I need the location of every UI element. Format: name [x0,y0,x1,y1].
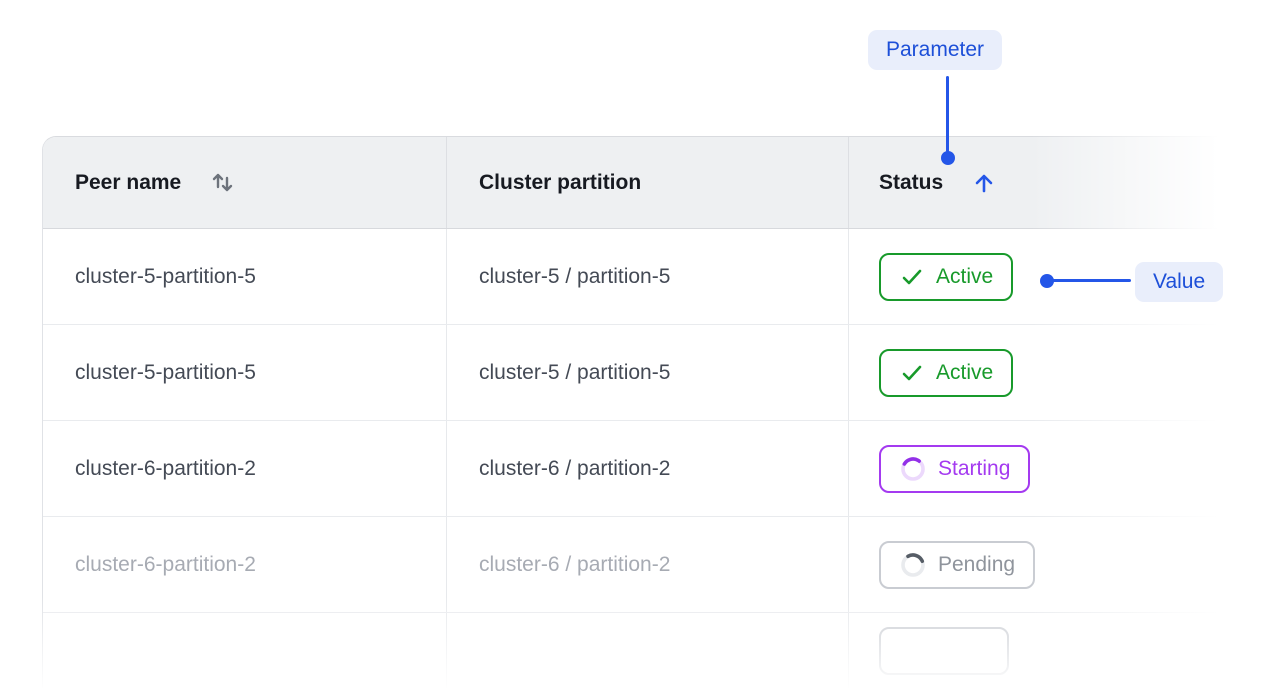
status-badge-cutoff [879,627,1009,675]
check-icon [899,264,925,290]
value-annotation-chip: Value [1135,262,1224,302]
cell-cluster-partition [447,613,849,688]
cell-cluster-partition: cluster-5 / partition-5 [447,229,849,324]
cell-peer-name: cluster-5-partition-5 [43,325,447,420]
cell-cluster-partition: cluster-5 / partition-5 [447,325,849,420]
cell-cluster-partition: cluster-6 / partition-2 [447,421,849,516]
check-icon [899,360,925,386]
table-row[interactable] [43,613,1240,688]
cell-peer-name [43,613,447,688]
column-header-peer-name[interactable]: Peer name [43,137,447,228]
value-connector-line [1049,279,1131,282]
column-header-cluster-partition[interactable]: Cluster partition [447,137,849,228]
table-row[interactable]: cluster-5-partition-5 cluster-5 / partit… [43,229,1240,325]
value-annotation-label: Value [1153,270,1206,293]
table-body: cluster-5-partition-5 cluster-5 / partit… [43,229,1240,688]
status-badge-pending: Pending [879,540,1036,589]
cell-peer-name: cluster-5-partition-5 [43,229,447,324]
column-label: Cluster partition [479,170,642,194]
cell-peer-name: cluster-6-partition-2 [43,517,447,612]
status-badge-active: Active [879,348,1014,397]
parameter-annotation-chip: Parameter [868,30,1003,70]
spinner-icon [899,551,927,579]
status-badge-active: Active [879,252,1014,301]
parameter-connector-dot [941,151,955,165]
status-badge-starting: Starting [879,444,1031,493]
cell-status: Starting [849,421,1240,516]
status-label: Active [936,360,994,384]
table-row[interactable]: cluster-6-partition-2 cluster-6 / partit… [43,517,1240,613]
table-row[interactable]: cluster-5-partition-5 cluster-5 / partit… [43,325,1240,421]
cell-peer-name: cluster-6-partition-2 [43,421,447,516]
column-label: Peer name [75,170,182,194]
cell-status: Pending [849,517,1240,612]
parameter-connector-line [946,76,949,152]
peers-table: Peer name Cluster partition Status [42,136,1240,688]
cell-cluster-partition: cluster-6 / partition-2 [447,517,849,612]
column-header-status[interactable]: Status [849,137,1240,228]
column-label: Status [879,170,944,194]
status-label: Pending [938,552,1016,576]
arrow-up-icon[interactable] [971,170,997,196]
sort-both-icon[interactable] [209,169,236,196]
cell-status: Active [849,229,1240,324]
cell-status [849,613,1240,688]
status-label: Active [936,264,994,288]
spinner-icon [899,455,927,483]
status-label: Starting [938,456,1011,480]
table-header-row: Peer name Cluster partition Status [43,137,1240,229]
parameter-annotation-label: Parameter [886,38,985,61]
cell-status: Active [849,325,1240,420]
table-row[interactable]: cluster-6-partition-2 cluster-6 / partit… [43,421,1240,517]
